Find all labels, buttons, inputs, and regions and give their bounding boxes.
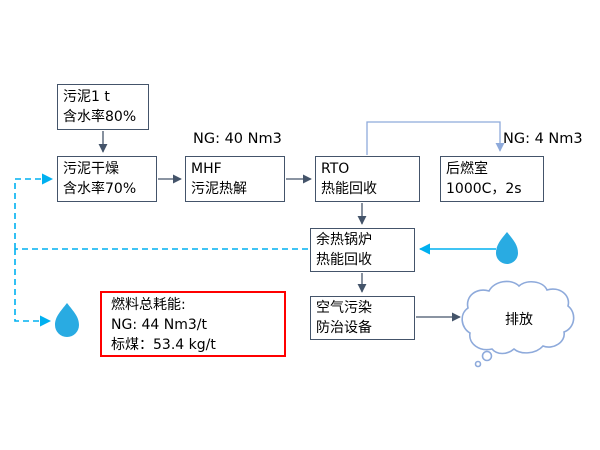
duct-rto-to-afterburner — [366, 121, 505, 155]
ng-label-mhf: NG: 40 Nm3 — [193, 131, 282, 147]
cloud-tail-bubble — [481, 350, 493, 362]
node-line: 含水率70% — [63, 181, 137, 197]
water-drop-icon — [496, 232, 518, 264]
node-drying: 污泥干燥 含水率70% — [57, 156, 157, 202]
node-line: 含水率80% — [63, 109, 137, 125]
emission-label: 排放 — [505, 312, 533, 328]
node-mhf: MHF 污泥热解 — [185, 156, 285, 202]
node-line: 后燃室 — [446, 161, 488, 177]
node-line: 余热锅炉 — [316, 232, 372, 248]
node-afterburner: 后燃室 1000C，2s — [440, 156, 544, 202]
fuel-summary-line: NG: 44 Nm3/t — [111, 317, 207, 333]
node-line: RTO — [321, 161, 350, 177]
node-line: 污泥干燥 — [63, 161, 119, 177]
node-line: 1000C，2s — [446, 181, 522, 197]
node-line: 污泥1 t — [63, 89, 110, 105]
node-apc: 空气污染 防治设备 — [310, 296, 415, 340]
node-boiler: 余热锅炉 热能回收 — [310, 228, 415, 272]
node-line: 污泥热解 — [191, 181, 247, 197]
node-line: 空气污染 — [316, 300, 372, 316]
node-line: MHF — [191, 161, 222, 177]
dashed-heat-to-drying — [14, 173, 54, 249]
fuel-summary-line: 燃料总耗能: — [111, 297, 186, 313]
fuel-summary-line: 标煤：53.4 kg/t — [111, 337, 216, 353]
node-line: 热能回收 — [316, 252, 372, 268]
ng-label-afterburner: NG: 4 Nm3 — [503, 131, 583, 147]
water-drop-icon — [55, 303, 79, 337]
cloud-tail-bubble — [474, 360, 482, 368]
node-sludge-input: 污泥1 t 含水率80% — [57, 84, 149, 130]
node-line: 热能回收 — [321, 181, 377, 197]
emission-cloud — [461, 280, 575, 368]
node-rto: RTO 热能回收 — [315, 156, 420, 202]
node-line: 防治设备 — [316, 320, 372, 336]
fuel-summary-box: 燃料总耗能: NG: 44 Nm3/t 标煤：53.4 kg/t — [100, 291, 286, 357]
dashed-heat-to-water — [14, 249, 52, 327]
